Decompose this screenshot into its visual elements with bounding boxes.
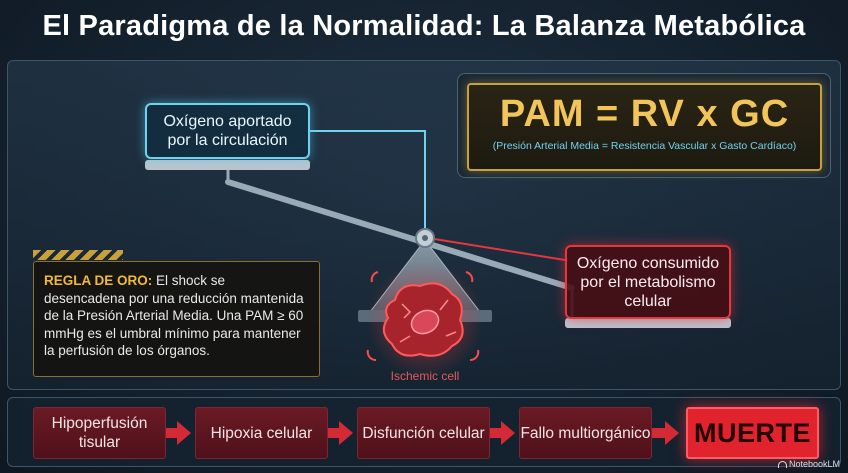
scale-beam (225, 179, 575, 291)
left-pan (145, 160, 310, 170)
ischemic-cell-label: Ischemic cell (390, 369, 460, 383)
right-pan (565, 318, 731, 328)
formula-subtitle: (Presión Arterial Media = Resistencia Va… (492, 140, 797, 152)
brand-label: NotebookLM (778, 459, 840, 469)
oxygen-consumed-box: Oxígeno consumido por el metabolismo cel… (565, 245, 731, 319)
death-box: MUERTE (686, 407, 819, 459)
arrow-stem (490, 428, 502, 438)
formula-main: PAM = RV x GC (499, 93, 790, 135)
page-title: El Paradigma de la Normalidad: La Balanz… (42, 10, 806, 42)
golden-rule-box: REGLA DE ORO: El shock se desencadena po… (33, 261, 320, 377)
cascade-step-disfuncion: Disfunción celular (357, 407, 490, 459)
oxygen-supplied-box: Oxígeno aportado por la circulación (145, 103, 310, 159)
arrow-stem (166, 428, 178, 438)
rule-label: REGLA DE ORO: (44, 273, 153, 288)
rule-stripe-decoration (33, 250, 123, 260)
cell-nucleus (410, 309, 440, 335)
arrow-right-icon (339, 421, 353, 445)
arrow-right-icon (665, 421, 679, 445)
arrow-right-icon (501, 421, 515, 445)
cascade-step-fallo: Fallo multiorgánico (519, 407, 652, 459)
arrow-right-icon (177, 421, 191, 445)
formula-box: PAM = RV x GC (Presión Arterial Media = … (467, 83, 822, 171)
notebooklm-icon (778, 461, 787, 469)
rule-text: El shock se desencadena por una reducció… (44, 273, 304, 358)
cascade-step-hipoperfusion: Hipoperfusión tisular (33, 407, 166, 459)
arrow-stem (328, 428, 340, 438)
right-connector-line (427, 237, 566, 261)
cascade-step-hipoxia: Hipoxia celular (195, 407, 328, 459)
arrow-stem (652, 428, 666, 438)
left-connector-line (310, 130, 426, 232)
brand-text: NotebookLM (789, 459, 841, 469)
